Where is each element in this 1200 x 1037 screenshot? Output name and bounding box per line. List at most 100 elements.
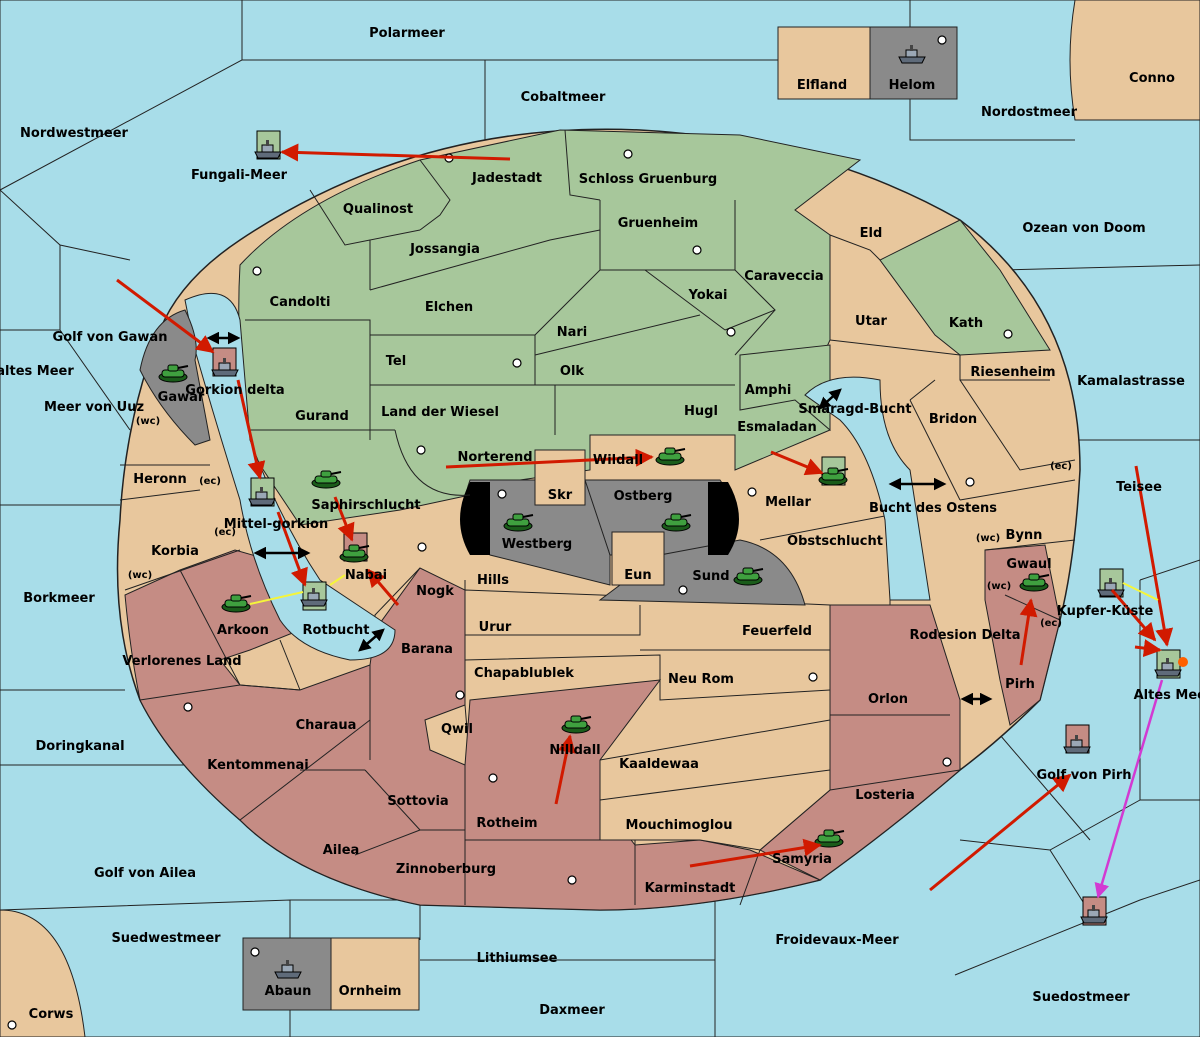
label-nordwestmeer: Nordwestmeer	[20, 126, 128, 141]
province-elfland[interactable]	[777, 26, 871, 100]
province-eun[interactable]	[611, 531, 665, 586]
label-westberg: Westberg	[502, 537, 572, 552]
label-losteria: Losteria	[855, 788, 915, 803]
black-end-west	[460, 482, 490, 555]
province-conno[interactable]	[1069, 0, 1200, 121]
label-urur: Urur	[479, 620, 512, 635]
label-qwil: Qwil	[441, 722, 473, 737]
label-hills: Hills	[477, 573, 509, 588]
label-amphi: Amphi	[745, 383, 792, 398]
label-neu-rom: Neu Rom	[668, 672, 734, 687]
province-skr[interactable]	[534, 449, 586, 506]
label-skr: Skr	[548, 488, 573, 503]
red-region-west	[124, 549, 822, 911]
label-bucht-des-ostens: Bucht des Ostens	[869, 501, 997, 516]
label-eun: Eun	[624, 568, 651, 583]
label-mouchimoglou: Mouchimoglou	[626, 818, 733, 833]
label-rotbucht: Rotbucht	[303, 623, 370, 638]
label-corws: Corws	[29, 1007, 74, 1022]
label-cobaltmeer: Cobaltmeer	[521, 90, 606, 105]
label-esmaladan: Esmaladan	[737, 420, 817, 435]
label-daxmeer: Daxmeer	[539, 1003, 605, 1018]
label-korbia: Korbia	[151, 544, 199, 559]
label-kaaldewaa: Kaaldewaa	[619, 757, 699, 772]
label-helom: Helom	[889, 78, 936, 93]
label-mellar: Mellar	[765, 495, 811, 510]
label-elfland: Elfland	[797, 78, 847, 93]
label-kupfer-kueste: Kupfer-Küste	[1057, 604, 1154, 619]
label-golf-von-gawan: Golf von Gawan	[53, 330, 168, 345]
label-sottovia: Sottovia	[387, 794, 448, 809]
label-pirh: Pirh	[1005, 677, 1035, 692]
label-schloss-gruenburg: Schloss Gruenburg	[579, 172, 717, 187]
label-elchen: Elchen	[425, 300, 473, 315]
label-utar: Utar	[855, 314, 888, 329]
label-suedostmeer: Suedostmeer	[1032, 990, 1130, 1005]
label-rodesion-delta: Rodesion Delta	[909, 628, 1020, 643]
label-bynn: Bynn	[1006, 528, 1043, 543]
label-samyria: Samyria	[772, 852, 832, 867]
label-verlorenes-land: Verlorenes Land	[122, 654, 241, 669]
label-candolti: Candolti	[270, 295, 331, 310]
label-gruenheim: Gruenheim	[618, 216, 698, 231]
coast-wc-bynn: (wc)	[976, 533, 1000, 544]
label-kamalastrasse: Kamalastrasse	[1077, 374, 1185, 389]
label-gorkion-delta: Gorkion delta	[185, 383, 284, 398]
coast-ec-bynn: (ec)	[1050, 461, 1072, 472]
label-ozean-von-doom: Ozean von Doom	[1022, 221, 1145, 236]
coast-wc-gwaul: (wc)	[987, 581, 1011, 592]
coast-ec-heronn: (ec)	[199, 476, 221, 487]
label-ostberg: Ostberg	[614, 489, 673, 504]
label-borkmeer: Borkmeer	[23, 591, 95, 606]
province-amphi[interactable]	[739, 344, 831, 432]
label-tel: Tel	[386, 354, 406, 369]
label-kaltes-meer: Kaltes Meer	[0, 364, 74, 379]
label-karminstadt: Karminstadt	[645, 881, 736, 896]
label-nari: Nari	[557, 325, 588, 340]
label-nordostmeer: Nordostmeer	[981, 105, 1078, 120]
label-olk: Olk	[560, 364, 585, 379]
label-gurand: Gurand	[295, 409, 349, 424]
label-polarmeer: Polarmeer	[369, 26, 445, 41]
label-chapablublek: Chapablublek	[474, 666, 574, 681]
label-rotheim: Rotheim	[476, 816, 537, 831]
label-abaun: Abaun	[265, 984, 312, 999]
label-teisee: Teisee	[1116, 480, 1162, 495]
label-orlon: Orlon	[868, 692, 908, 707]
label-zinnoberburg: Zinnoberburg	[396, 862, 496, 877]
label-gawar: Gawar	[158, 390, 205, 405]
label-gwaul: Gwaul	[1006, 557, 1051, 572]
label-yokai: Yokai	[687, 288, 727, 303]
units	[158, 44, 1188, 979]
province-sund[interactable]	[598, 539, 806, 606]
label-barana: Barana	[401, 642, 453, 657]
label-kath: Kath	[949, 316, 983, 331]
label-caraveccia: Caraveccia	[744, 269, 823, 284]
label-lithiumsee: Lithiumsee	[477, 951, 558, 966]
label-doringkanal: Doringkanal	[35, 739, 124, 754]
label-eld: Eld	[860, 226, 883, 241]
label-feuerfeld: Feuerfeld	[742, 624, 812, 639]
label-ornheim: Ornheim	[339, 984, 402, 999]
label-fungali-meer: Fungali-Meer	[191, 168, 288, 183]
label-land-der-wiesel: Land der Wiesel	[381, 405, 499, 420]
sea-smaragd[interactable]	[804, 376, 931, 601]
label-smaragd-bucht: Smaragd-Bucht	[798, 402, 911, 417]
label-hugl: Hugl	[684, 404, 718, 419]
label-nilldall: Nilldall	[549, 743, 600, 758]
label-arkoon: Arkoon	[217, 623, 269, 638]
label-norterend: Norterend	[457, 450, 532, 465]
label-conno: Conno	[1129, 71, 1175, 86]
label-kentommenai: Kentommenai	[207, 758, 308, 773]
label-sund: Sund	[692, 569, 729, 584]
label-bridon: Bridon	[929, 412, 977, 427]
label-altes-meer: Altes Meer	[1134, 688, 1200, 703]
label-suedwestmeer: Suedwestmeer	[111, 931, 221, 946]
labels: Polarmeer Cobaltmeer Nordostmeer Conno N…	[0, 26, 1200, 1022]
province-ornheim[interactable]	[330, 937, 420, 1011]
label-mittel-gorkion: Mittel-gorkion	[224, 517, 328, 532]
coast-wc-korbia: (wc)	[128, 570, 152, 581]
label-froidevaux-meer: Froidevaux-Meer	[775, 933, 899, 948]
label-riesenheim: Riesenheim	[970, 365, 1055, 380]
black-end-east	[708, 482, 739, 555]
